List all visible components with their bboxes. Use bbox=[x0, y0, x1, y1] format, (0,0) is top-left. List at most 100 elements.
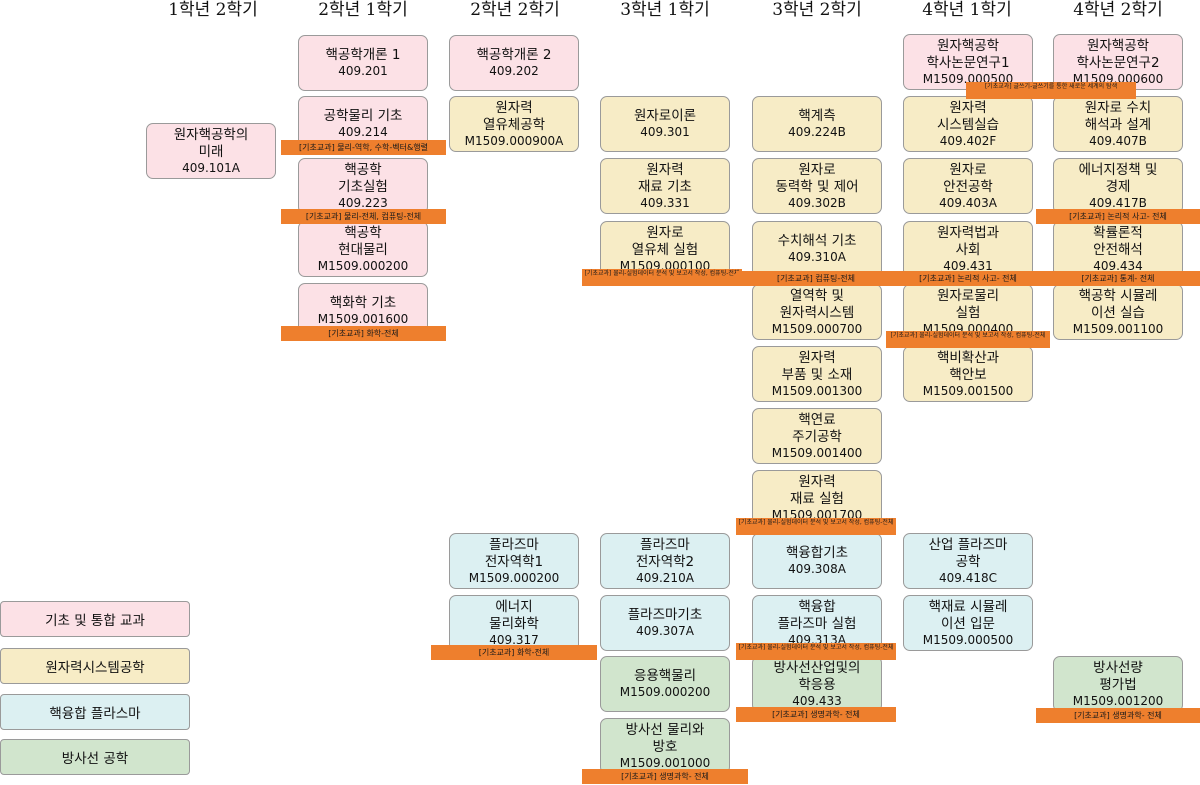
course-title-line: 방호 bbox=[652, 738, 678, 755]
course-title-line: 핵안보 bbox=[949, 366, 987, 383]
legend-label: 기초 및 통합 교과 bbox=[45, 613, 145, 629]
course-code: M1509.000700 bbox=[771, 321, 863, 336]
course-code: M1509.001600 bbox=[317, 312, 409, 326]
course-title-line: 안전해석 bbox=[1093, 241, 1143, 258]
course-title-line: 이션 실습 bbox=[1091, 304, 1145, 321]
course-title-line: 플라즈마기초 bbox=[627, 607, 703, 623]
course-code: 409.214 bbox=[338, 125, 388, 139]
prerequisite-tag: [기초교과] 생명과학- 전체 bbox=[582, 769, 748, 784]
course-title-line: 미래 bbox=[198, 143, 224, 160]
course-title-line: 경제 bbox=[1105, 178, 1131, 195]
course-title-line: 학응용 bbox=[798, 676, 836, 693]
course-title-line: 산업 플라즈마 bbox=[928, 536, 1008, 553]
course-code: 409.202 bbox=[489, 64, 539, 78]
course-title-line: 원자로이론 bbox=[633, 108, 697, 124]
course-code: M1509.000900A bbox=[464, 133, 564, 148]
course-code: 409.407B bbox=[1089, 133, 1147, 148]
course-title-line: 핵공학 시뮬레 bbox=[1078, 287, 1158, 304]
course-code: 409.417B bbox=[1089, 195, 1147, 210]
course-code: 409.302B bbox=[788, 195, 846, 210]
course-title-line: 공학물리 기초 bbox=[323, 108, 403, 124]
course-code: M1509.001000 bbox=[619, 755, 711, 770]
course-title-line: 평가법 bbox=[1099, 676, 1137, 693]
course-title-line: 원자력 bbox=[798, 473, 836, 490]
prerequisite-tag: [기초교과] 물리-실험데이터 분석 및 보고서 작성, 컴퓨팅-전체 bbox=[736, 643, 896, 660]
course-title-line: 수치해석 기초 bbox=[777, 233, 857, 249]
course-title-line: 이션 입문 bbox=[941, 615, 995, 632]
course-code: 409.224B bbox=[788, 125, 846, 139]
course-title-line: 원자력법과 bbox=[936, 224, 1000, 241]
course-title-line: 열유체공학 bbox=[482, 116, 546, 133]
course-title-line: 원자핵공학 bbox=[936, 37, 1000, 54]
course-code: 409.431 bbox=[943, 258, 993, 273]
course-title-line: 열역학 및 bbox=[790, 287, 844, 304]
semester-header-3-2: 3학년 2학기 bbox=[772, 0, 862, 20]
course-title-line: 전자역학1 bbox=[484, 553, 544, 570]
course-title-line: 해석과 설계 bbox=[1084, 116, 1152, 133]
prerequisite-tag: [기초교과] 물리-실험데이터 분석 및 보고서 작성, 컴퓨팅-전체 bbox=[736, 518, 896, 535]
course-code: 409.403A bbox=[939, 195, 997, 210]
course-title-line: 확률론적 bbox=[1093, 224, 1143, 241]
course-title-line: 플라즈마 bbox=[489, 536, 539, 553]
course-title-line: 원자로 bbox=[646, 224, 684, 241]
semester-header-4-1: 4학년 1학기 bbox=[922, 0, 1012, 20]
course-title-line: 방사선산업및의 bbox=[773, 659, 861, 676]
course-title-line: 동력학 및 제어 bbox=[775, 178, 859, 195]
course-title-line: 핵공학개론 2 bbox=[476, 47, 552, 63]
prerequisite-tag: [기초교과] 물리-역학, 수학-벡터&행렬 bbox=[281, 140, 446, 155]
course-title-line: 플라즈마 bbox=[640, 536, 690, 553]
course-code: 409.308A bbox=[788, 562, 846, 576]
course-title-line: 주기공학 bbox=[792, 428, 842, 445]
prerequisite-tag: [기초교과] 글쓰기-글쓰기를 통한 새로운 세계의 탐색 bbox=[966, 82, 1136, 99]
course-title-line: 재료 기초 bbox=[638, 178, 692, 195]
course-title-line: 현대물리 bbox=[338, 241, 388, 258]
course-title-line: 실험 bbox=[955, 304, 981, 321]
course-title-line: 에너지 bbox=[495, 598, 533, 615]
course-title-line: 응용핵물리 bbox=[633, 668, 697, 684]
legend-basic-integrated: 기초 및 통합 교과 bbox=[0, 601, 190, 637]
legend-label: 방사선 공학 bbox=[61, 751, 129, 767]
prerequisite-tag: [기초교과] 화학-전체 bbox=[431, 645, 597, 660]
prerequisite-tag: [기초교과] 물리-전체, 컴퓨팅-전체 bbox=[281, 209, 446, 224]
course-title-line: 학사논문연구1 bbox=[926, 54, 1010, 71]
course-title-line: 원자력 bbox=[495, 99, 533, 116]
course-code: 409.434 bbox=[1093, 258, 1143, 273]
prerequisite-tag: [기초교과] 생명과학- 전체 bbox=[736, 707, 896, 722]
course-title-line: 핵계측 bbox=[798, 108, 836, 124]
course-title-line: 원자력시스템 bbox=[779, 304, 855, 321]
course-code: 409.310A bbox=[788, 250, 846, 264]
course-code: M1509.000200 bbox=[468, 570, 560, 585]
course-title-line: 핵화학 기초 bbox=[329, 295, 397, 311]
legend-label: 핵융합 플라스마 bbox=[49, 706, 141, 722]
semester-header-3-1: 3학년 1학기 bbox=[620, 0, 710, 20]
course-title-line: 에너지정책 및 bbox=[1078, 161, 1158, 178]
course-code: 409.101A bbox=[182, 160, 240, 175]
course-code: 409.223 bbox=[338, 195, 388, 210]
semester-header-2-1: 2학년 1학기 bbox=[318, 0, 408, 20]
course-code: 409.301 bbox=[640, 125, 690, 139]
course-title-line: 핵공학개론 1 bbox=[325, 47, 401, 63]
course-title-line: 방사선 물리와 bbox=[625, 721, 705, 738]
